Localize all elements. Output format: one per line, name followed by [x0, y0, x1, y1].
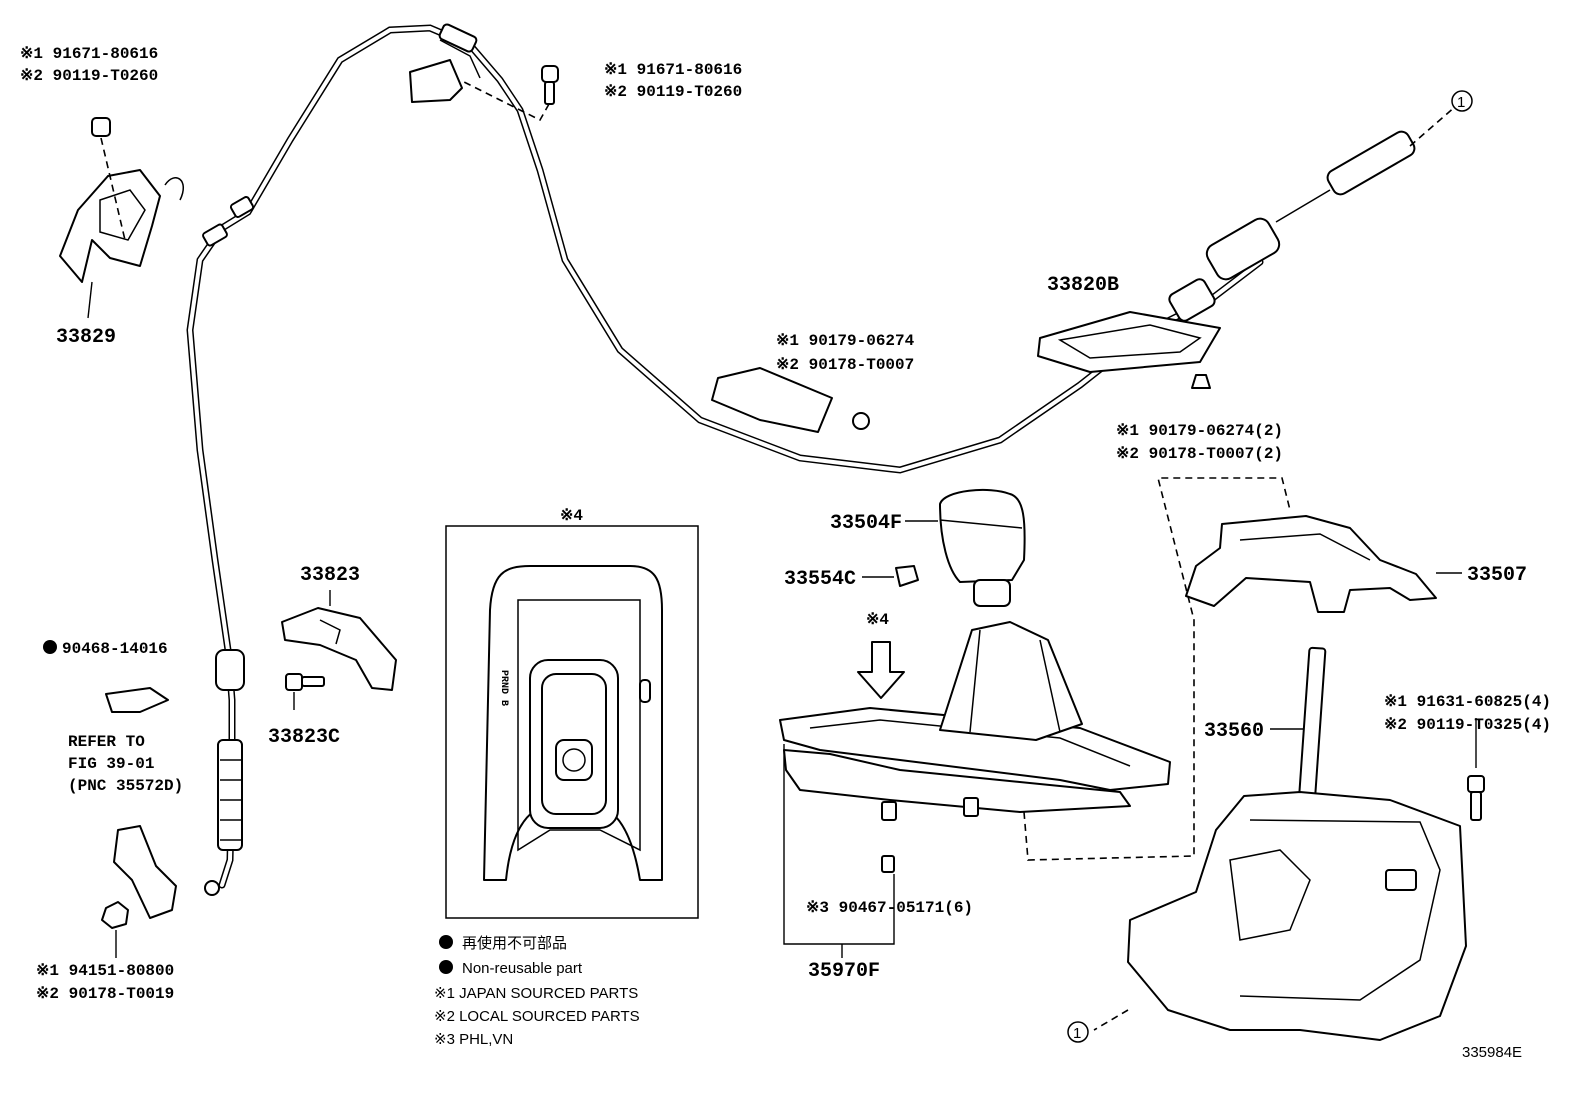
bolt-top-center	[459, 65, 559, 122]
svg-text:1: 1	[1457, 94, 1465, 111]
inset-panel	[445, 525, 699, 919]
note-clip-6: ※3 90467-05171(6)	[806, 899, 973, 917]
note-bolt-1: ※1 91631-60825(4)	[1384, 693, 1551, 711]
part-33823C: 33823C	[268, 726, 340, 749]
note-tc-1: ※1 91671-80616	[604, 61, 742, 79]
shift-lever-33560	[1093, 646, 1485, 1041]
non-reusable-dot-clip	[43, 640, 57, 654]
legend-n1: ※1 JAPAN SOURCED PARTS	[434, 985, 638, 1002]
part-33829: 33829	[56, 326, 116, 349]
ref-circle-top	[1451, 90, 1473, 112]
part-33560: 33560	[1204, 720, 1264, 743]
note-right-1: ※1 90179-06274(2)	[1116, 422, 1283, 440]
gear-indicator: PRND B	[498, 670, 509, 706]
ref-circle-bottom	[1067, 1021, 1089, 1043]
bracket-33823	[281, 590, 397, 710]
part-labels: ※1 91671-80616 ※2 90119-T0260 33829 ※1 9…	[20, 45, 1551, 1061]
note-tc-2: ※2 90119-T0260	[604, 83, 742, 101]
part-33554C: 33554C	[784, 568, 856, 591]
legend-n3: ※3 PHL,VN	[434, 1031, 513, 1048]
part-33820B: 33820B	[1047, 274, 1119, 297]
refer-line-2: FIG 39-01	[68, 755, 154, 773]
note-clip: 90468-14016	[62, 640, 168, 658]
inset-tag: ※4	[560, 507, 583, 525]
refer-line-3: (PNC 35572D)	[68, 777, 183, 795]
svg-text:1: 1	[1073, 1025, 1081, 1042]
part-33507: 33507	[1467, 564, 1527, 587]
legend-dot-en	[439, 960, 453, 974]
note-nut-2: ※2 90178-T0019	[36, 985, 174, 1003]
part-33823: 33823	[300, 564, 360, 587]
arrow-tag: ※4	[866, 611, 889, 629]
refer-line-1: REFER TO	[68, 733, 145, 751]
note-right-2: ※2 90178-T0007(2)	[1116, 445, 1283, 463]
note-nut-1: ※1 94151-80800	[36, 962, 174, 980]
note-tl-1: ※1 91671-80616	[20, 45, 158, 63]
part-35970F: 35970F	[808, 960, 880, 983]
bracket-33507	[1185, 515, 1462, 613]
note-tl-2: ※2 90119-T0260	[20, 67, 158, 85]
note-bolt-2: ※2 90119-T0325(4)	[1384, 716, 1551, 734]
console-35970F	[779, 477, 1291, 958]
legend-n2: ※2 LOCAL SOURCED PARTS	[434, 1008, 640, 1025]
shift-cable	[186, 23, 1416, 896]
legend-en: Non-reusable part	[462, 960, 583, 977]
diagram-id: 335984E	[1462, 1044, 1522, 1061]
left-small-parts	[101, 687, 177, 958]
legend-jp: 再使用不可部品	[462, 935, 567, 952]
ref-markers: 1 1	[1067, 90, 1473, 1043]
note-mid-1: ※1 90179-06274	[776, 332, 915, 350]
bracket-33829	[59, 117, 185, 319]
part-33504F: 33504F	[830, 512, 902, 535]
note-mid-2: ※2 90178-T0007	[776, 356, 914, 374]
legend-dot-jp	[439, 935, 453, 949]
legend: 再使用不可部品 Non-reusable part ※1 JAPAN SOURC…	[434, 935, 640, 1048]
shift-knob-33504F	[862, 488, 1026, 607]
